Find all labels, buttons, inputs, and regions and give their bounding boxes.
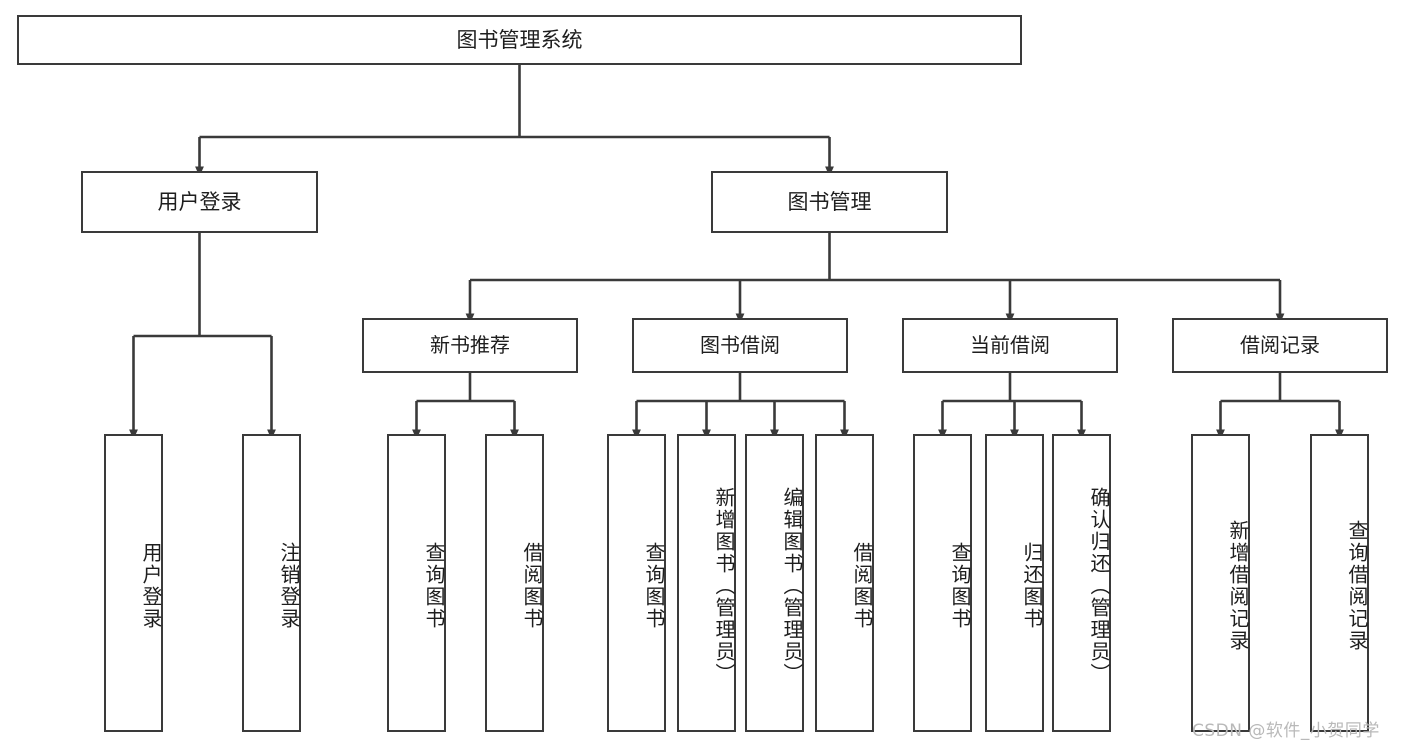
node-leaf-borrow-book-2-label: 借阅图书 [850, 542, 874, 630]
node-new-book-rec[interactable]: 新书推荐 [362, 318, 578, 373]
node-leaf-query-book-2-label: 查询图书 [642, 542, 666, 630]
node-root[interactable]: 图书管理系统 [17, 15, 1022, 65]
node-leaf-user-logout-label: 注销登录 [277, 542, 301, 630]
node-root-label: 图书管理系统 [456, 27, 583, 52]
node-book-borrow-label: 图书借阅 [700, 333, 780, 357]
node-leaf-user-logout[interactable]: 注销登录 [242, 434, 301, 732]
node-leaf-query-record-label: 查询借阅记录 [1345, 520, 1369, 652]
node-leaf-confirm-return-label: 确认归还（管理员） [1087, 487, 1111, 685]
node-leaf-user-login[interactable]: 用户登录 [104, 434, 163, 732]
node-user-login-label: 用户登录 [157, 189, 242, 214]
node-leaf-query-record[interactable]: 查询借阅记录 [1310, 434, 1369, 732]
node-leaf-borrow-book-1-label: 借阅图书 [520, 542, 544, 630]
node-new-book-rec-label: 新书推荐 [430, 333, 510, 357]
node-leaf-edit-book-label: 编辑图书（管理员） [780, 487, 804, 685]
node-leaf-edit-book[interactable]: 编辑图书（管理员） [745, 434, 804, 732]
node-current-borrow-label: 当前借阅 [970, 333, 1050, 357]
node-leaf-query-book-1-label: 查询图书 [422, 542, 446, 630]
node-leaf-confirm-return[interactable]: 确认归还（管理员） [1052, 434, 1111, 732]
node-leaf-add-book-label: 新增图书（管理员） [712, 487, 736, 685]
node-leaf-add-record-label: 新增借阅记录 [1226, 520, 1250, 652]
node-leaf-query-book-2[interactable]: 查询图书 [607, 434, 666, 732]
node-leaf-query-book-3[interactable]: 查询图书 [913, 434, 972, 732]
node-leaf-return-book[interactable]: 归还图书 [985, 434, 1044, 732]
node-book-manage[interactable]: 图书管理 [711, 171, 948, 233]
node-leaf-query-book-3-label: 查询图书 [948, 542, 972, 630]
node-leaf-add-book[interactable]: 新增图书（管理员） [677, 434, 736, 732]
csdn-watermark: CSDN @软件_小贺同学 [1192, 721, 1380, 741]
node-book-manage-label: 图书管理 [787, 189, 872, 214]
node-leaf-query-book-1[interactable]: 查询图书 [387, 434, 446, 732]
node-current-borrow[interactable]: 当前借阅 [902, 318, 1118, 373]
node-borrow-record-label: 借阅记录 [1240, 333, 1320, 357]
node-user-login[interactable]: 用户登录 [81, 171, 318, 233]
node-leaf-borrow-book-1[interactable]: 借阅图书 [485, 434, 544, 732]
node-book-borrow[interactable]: 图书借阅 [632, 318, 848, 373]
node-borrow-record[interactable]: 借阅记录 [1172, 318, 1388, 373]
node-leaf-borrow-book-2[interactable]: 借阅图书 [815, 434, 874, 732]
node-leaf-return-book-label: 归还图书 [1020, 542, 1044, 630]
node-leaf-add-record[interactable]: 新增借阅记录 [1191, 434, 1250, 732]
node-leaf-user-login-label: 用户登录 [139, 542, 163, 630]
